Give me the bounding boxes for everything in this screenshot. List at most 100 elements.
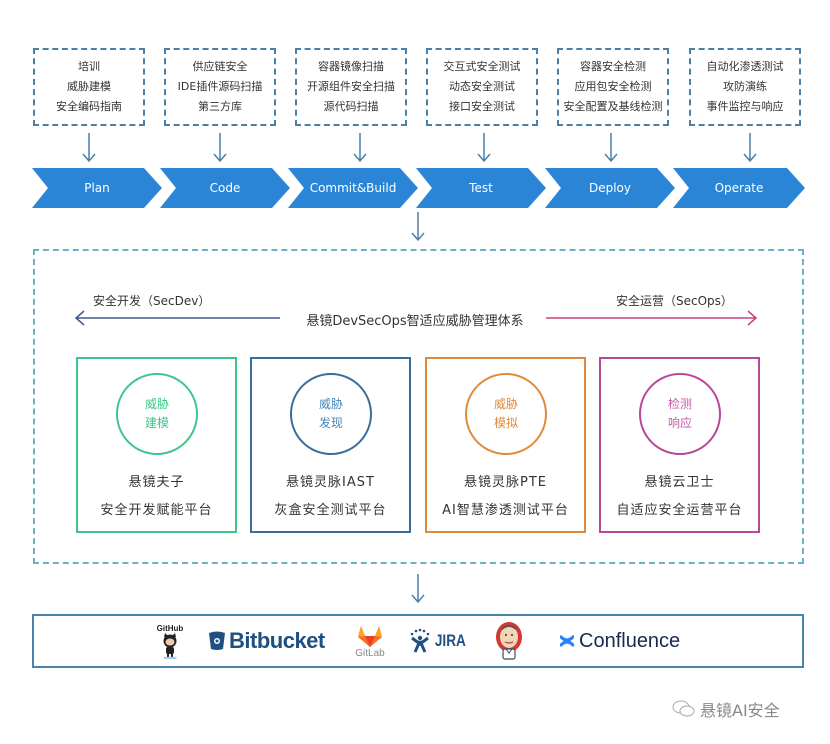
stage-box-deploy: 容器安全检测 应用包安全检测 安全配置及基线检测 bbox=[557, 48, 669, 126]
tools-bar: GitHub Bitbucket GitLab bbox=[32, 614, 804, 668]
chevron-shape bbox=[160, 168, 290, 208]
product-name: 悬镜云卫士 bbox=[644, 475, 715, 490]
stage-item: 交互式安全测试 bbox=[443, 60, 521, 73]
stage-box-plan: 培训 威胁建模 安全编码指南 bbox=[33, 48, 145, 126]
capability-circle: 威胁 模拟 bbox=[465, 373, 547, 455]
wechat-icon bbox=[672, 700, 695, 717]
chevron-shape bbox=[288, 168, 418, 208]
product-card-yunweishi: 检测 响应 悬镜云卫士 自适应安全运营平台 bbox=[599, 357, 760, 533]
jira-logo: JIRA bbox=[410, 616, 470, 666]
jira-figure-icon bbox=[410, 628, 430, 653]
stage-item: 开源组件安全扫描 bbox=[307, 80, 395, 93]
product-card-iast: 威胁 发现 悬镜灵脉IAST 灰盒安全测试平台 bbox=[250, 357, 411, 533]
capability-text: 建模 bbox=[144, 416, 169, 430]
down-arrow-icon bbox=[604, 133, 618, 163]
gitlab-fox-icon bbox=[358, 625, 382, 647]
stage-box-operate: 自动化渗透测试 攻防演练 事件监控与响应 bbox=[689, 48, 801, 126]
stage-code: Code bbox=[160, 168, 290, 208]
secdev-arrow-icon bbox=[74, 310, 280, 326]
product-desc: AI智慧渗透测试平台 bbox=[442, 503, 569, 518]
stage-box-commit-build: 容器镜像扫描 开源组件安全扫描 源代码扫描 bbox=[295, 48, 407, 126]
github-logo: GitHub bbox=[150, 616, 190, 666]
gitlab-logo: GitLab bbox=[350, 616, 390, 666]
product-desc: 自适应安全运营平台 bbox=[616, 503, 743, 518]
product-name: 悬镜夫子 bbox=[128, 475, 185, 490]
watermark-text: 悬镜AI安全 bbox=[700, 701, 780, 720]
confluence-x-icon bbox=[560, 635, 574, 647]
capability-circle: 检测 响应 bbox=[639, 373, 721, 455]
capability-text: 检测 bbox=[667, 397, 692, 411]
stage-deploy: Deploy bbox=[545, 168, 675, 208]
stage-item: 容器镜像扫描 bbox=[318, 60, 384, 73]
product-desc: 灰盒安全测试平台 bbox=[274, 503, 387, 518]
stage-box-code: 供应链安全 IDE插件源码扫描 第三方库 bbox=[164, 48, 276, 126]
stage-item: 自动化渗透测试 bbox=[706, 60, 784, 73]
product-desc: 安全开发赋能平台 bbox=[100, 503, 213, 518]
stage-item: 安全编码指南 bbox=[56, 100, 122, 113]
jenkins-logo bbox=[494, 616, 524, 666]
octocat-icon bbox=[163, 632, 177, 659]
product-name: 悬镜灵脉IAST bbox=[286, 475, 375, 490]
confluence-label: Confluence bbox=[579, 629, 681, 652]
product-card-fuzi: 威胁 建模 悬镜夫子 安全开发赋能平台 bbox=[76, 357, 237, 533]
stage-item: 应用包安全检测 bbox=[574, 80, 652, 93]
stage-item: 接口安全测试 bbox=[449, 100, 515, 113]
down-arrow-icon bbox=[743, 133, 757, 163]
stage-item: 威胁建模 bbox=[67, 80, 111, 93]
stage-item: 容器安全检测 bbox=[580, 60, 646, 73]
bitbucket-logo: Bitbucket bbox=[208, 616, 325, 666]
stage-item: IDE插件源码扫描 bbox=[177, 80, 263, 93]
stage-operate: Operate bbox=[673, 168, 805, 208]
stage-item: 攻防演练 bbox=[723, 80, 767, 93]
stage-item: 供应链安全 bbox=[192, 60, 248, 73]
chevron-shape bbox=[673, 168, 805, 208]
capability-text: 响应 bbox=[667, 416, 692, 430]
bitbucket-label: Bitbucket bbox=[229, 628, 325, 653]
stage-label: Commit&Build bbox=[309, 181, 397, 195]
bitbucket-bucket-icon bbox=[209, 631, 225, 650]
product-name: 悬镜灵脉PTE bbox=[464, 475, 547, 490]
down-arrow-icon bbox=[411, 212, 425, 242]
down-arrow-icon bbox=[82, 133, 96, 163]
chevron-shape bbox=[416, 168, 546, 208]
capability-text: 威胁 bbox=[144, 397, 169, 411]
chevron-shape bbox=[545, 168, 675, 208]
down-arrow-icon bbox=[213, 133, 227, 163]
stage-item: 源代码扫描 bbox=[323, 100, 379, 113]
stage-label: Code bbox=[209, 181, 241, 195]
secops-arrow-icon bbox=[546, 310, 758, 326]
capability-text: 威胁 bbox=[318, 397, 343, 411]
stage-plan: Plan bbox=[32, 168, 162, 208]
capability-circle: 威胁 发现 bbox=[290, 373, 372, 455]
stage-commit-build: Commit&Build bbox=[288, 168, 418, 208]
capability-text: 模拟 bbox=[493, 416, 518, 430]
capability-text: 发现 bbox=[318, 416, 343, 430]
capability-text: 威胁 bbox=[493, 397, 518, 411]
framework-title: 悬镜DevSecOps智适应威胁管理体系 bbox=[306, 314, 524, 329]
stage-item: 动态安全测试 bbox=[449, 80, 515, 93]
product-card-pte: 威胁 模拟 悬镜灵脉PTE AI智慧渗透测试平台 bbox=[425, 357, 586, 533]
stage-label: Plan bbox=[84, 181, 110, 195]
framework-box bbox=[33, 249, 804, 564]
stage-item: 培训 bbox=[78, 60, 100, 73]
jira-label: JIRA bbox=[434, 631, 466, 650]
stage-label: Test bbox=[469, 181, 493, 195]
watermark: 悬镜AI安全 bbox=[672, 697, 780, 721]
down-arrow-icon bbox=[477, 133, 491, 163]
github-label: GitHub bbox=[156, 623, 184, 633]
stage-box-test: 交互式安全测试 动态安全测试 接口安全测试 bbox=[426, 48, 538, 126]
down-arrow-icon bbox=[411, 574, 425, 604]
secops-label: 安全运营（SecOps） bbox=[616, 294, 733, 308]
gitlab-label: GitLab bbox=[355, 647, 385, 659]
stage-label: Operate bbox=[714, 181, 764, 195]
stage-item: 事件监控与响应 bbox=[706, 100, 784, 113]
stage-item: 安全配置及基线检测 bbox=[563, 100, 663, 113]
confluence-logo: Confluence bbox=[560, 616, 680, 666]
chevron-shape bbox=[32, 168, 162, 208]
stage-label: Deploy bbox=[588, 181, 632, 195]
jenkins-butler-icon bbox=[496, 622, 522, 660]
stage-test: Test bbox=[416, 168, 546, 208]
stage-item: 第三方库 bbox=[198, 100, 242, 113]
secdev-label: 安全开发（SecDev） bbox=[93, 294, 211, 308]
capability-circle: 威胁 建模 bbox=[116, 373, 198, 455]
